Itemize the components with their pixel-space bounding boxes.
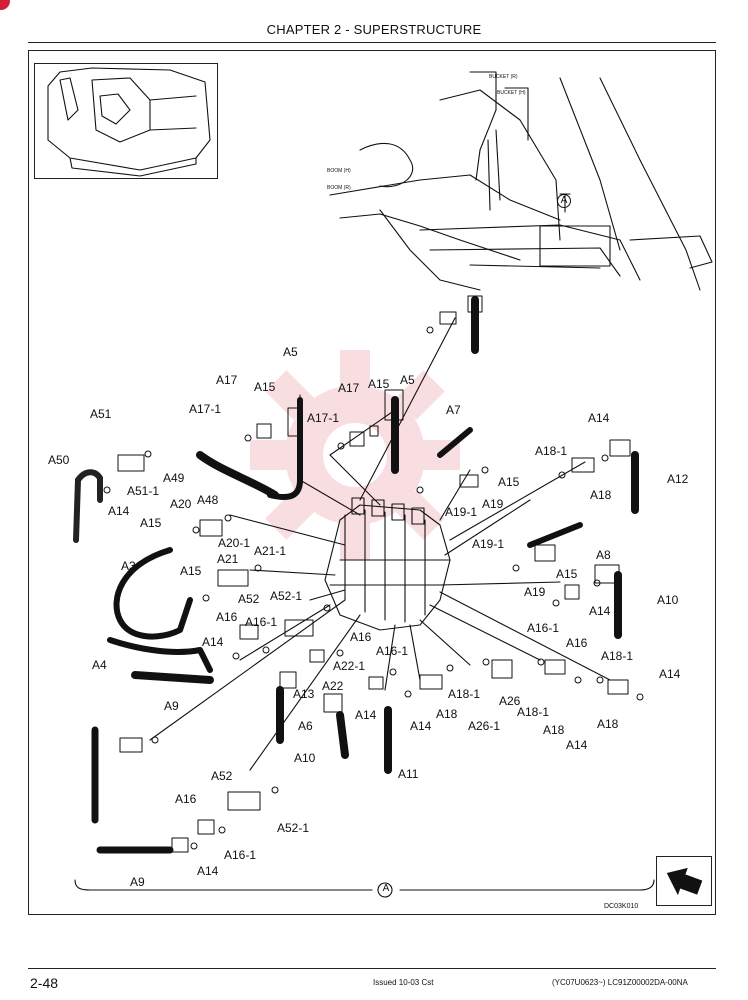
header-divider (28, 42, 716, 43)
callout-label: A18-1 (448, 687, 481, 701)
callout-label: A17-1 (307, 411, 340, 425)
callout-label: A5 (400, 373, 415, 387)
callout-label: A15 (140, 516, 162, 530)
callout-label: A16-1 (245, 615, 278, 629)
callout-label: A14 (588, 411, 610, 425)
callout-label: A14 (355, 708, 377, 722)
callout-label: A17-1 (189, 402, 222, 416)
callout-label: A16-1 (527, 621, 560, 635)
callout-label: A14 (659, 667, 681, 681)
callout-label: A16-1 (376, 644, 409, 658)
callout-label: A15 (368, 377, 390, 391)
callout-label: A50 (48, 453, 70, 467)
footer-divider (28, 968, 716, 969)
callout-label: A4 (92, 658, 107, 672)
callout-label: A17 (338, 381, 360, 395)
next-page-button[interactable] (656, 856, 712, 906)
callout-label: A19-1 (472, 537, 505, 551)
callout-label: A17 (216, 373, 238, 387)
callout-label: A18 (590, 488, 612, 502)
callout-label: A52 (238, 592, 260, 606)
callout-label: A26 (499, 694, 521, 708)
callout-label: A16 (175, 792, 197, 806)
callout-label: A18-1 (517, 705, 550, 719)
callout-label: A22-1 (333, 659, 366, 673)
next-page-arrow-icon (666, 867, 703, 896)
callout-label: A16 (216, 610, 238, 624)
callout-label: A26-1 (468, 719, 501, 733)
callout-label: A15 (254, 380, 276, 394)
callout-label: A51 (90, 407, 112, 421)
callout-label: A52 (211, 769, 233, 783)
callout-label: A12 (667, 472, 689, 486)
callout-label: A10 (657, 593, 679, 607)
callout-label: A19 (524, 585, 546, 599)
page-title: CHAPTER 2 - SUPERSTRUCTURE (266, 22, 482, 37)
callout-label: A14 (410, 719, 432, 733)
callout-label: A18 (543, 723, 565, 737)
callout-label: A8 (596, 548, 611, 562)
callout-label: A14 (197, 864, 219, 878)
callout-label: A15 (498, 475, 520, 489)
figure-code: DC03K010 (604, 903, 639, 910)
callout-label: A6 (298, 719, 313, 733)
callout-label: A11 (398, 767, 419, 781)
bottom-view-ref: A (382, 883, 390, 894)
callout-label: A19-1 (445, 505, 478, 519)
control-valve-block (324, 497, 451, 631)
corner-tab (0, 0, 10, 10)
callout-label: A21-1 (254, 544, 287, 558)
callout-label: A18-1 (601, 649, 634, 663)
view-a-marker: A (557, 194, 571, 208)
callout-label: A16 (566, 636, 588, 650)
callout-label: A9 (164, 699, 179, 713)
callout-label: A49 (163, 471, 185, 485)
callout-label: A14 (589, 604, 611, 618)
bucket-r-label: BUCKET (R) (489, 74, 518, 80)
callout-label: A21 (217, 552, 239, 566)
callout-label: A20 (170, 497, 192, 511)
callout-label: A52-1 (270, 589, 303, 603)
callout-label: A22 (322, 679, 344, 693)
callout-label: A13 (293, 687, 315, 701)
callout-label: A18 (436, 707, 458, 721)
machine-overview-sketch (47, 67, 211, 177)
bucket-h-label: BUCKET (H) (497, 90, 526, 96)
callout-label: A3 (121, 559, 136, 573)
callout-label: A10 (294, 751, 316, 765)
callout-label: A14 (566, 738, 588, 752)
callout-label: A18 (597, 717, 619, 731)
boom-h-label: BOOM (H) (327, 168, 351, 174)
callout-label: A14 (202, 635, 224, 649)
callout-label: A16-1 (224, 848, 257, 862)
callout-label: A48 (197, 493, 219, 507)
machine-inset-frame (34, 63, 218, 179)
page-number: 2-48 (30, 975, 59, 991)
callout-label: A15 (180, 564, 202, 578)
callout-label: A52-1 (277, 821, 310, 835)
callout-label: A19 (482, 497, 504, 511)
valve-location-view (329, 71, 713, 291)
callout-label: A51-1 (127, 484, 160, 498)
issue-date: Issued 10-03 Cst (373, 978, 434, 987)
callout-label: A14 (108, 504, 130, 518)
callout-label: A16 (350, 630, 372, 644)
callout-label: A15 (556, 567, 578, 581)
callout-label: A18-1 (535, 444, 568, 458)
figure-frame (28, 50, 716, 915)
document-number: (YC07U0623~) LC91Z00002DA-00NA (552, 978, 688, 987)
callout-label: A7 (446, 403, 461, 417)
callout-label: A9 (130, 875, 145, 889)
callout-label: A20-1 (218, 536, 251, 550)
boom-r-label: BOOM (R) (327, 185, 351, 191)
callout-label: A5 (283, 345, 298, 359)
